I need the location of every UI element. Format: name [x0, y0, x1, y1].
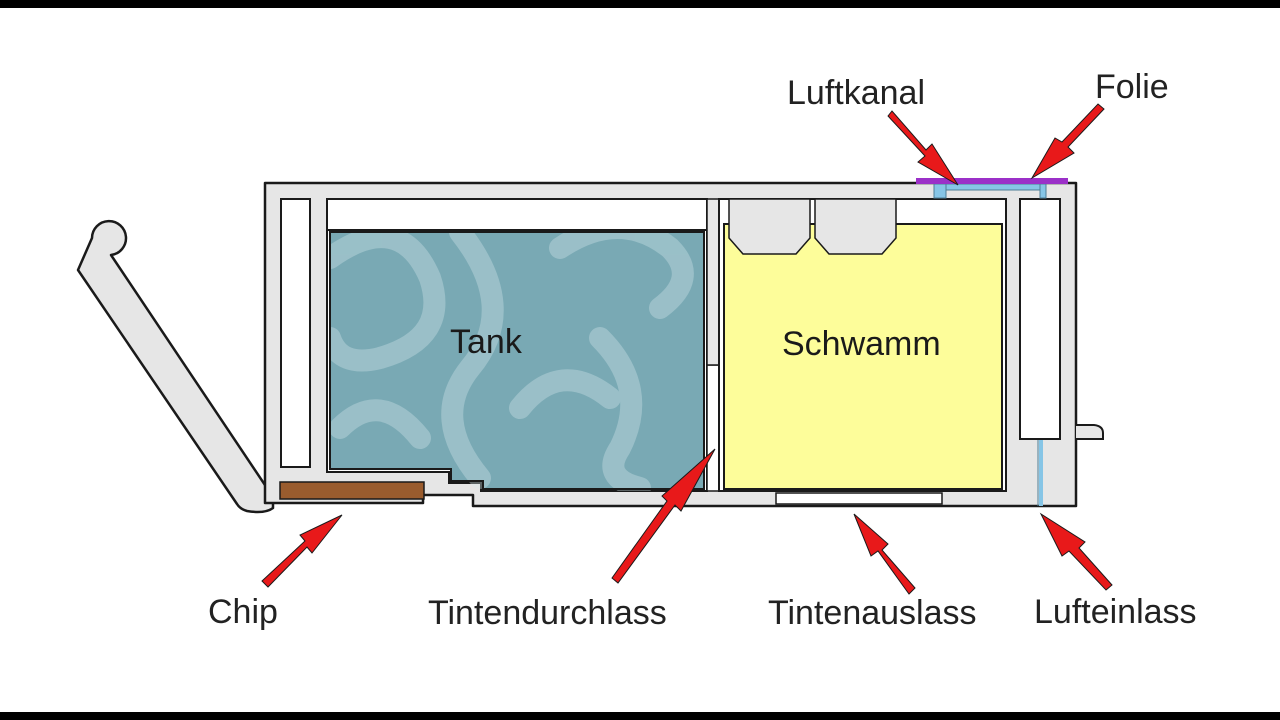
air-channel-right — [1039, 183, 1047, 199]
sponge-ridge-right — [814, 198, 897, 255]
tank-ink — [329, 231, 705, 491]
arrow-luftkanal — [887, 110, 959, 186]
cartridge-diagram: Tank Schwamm Luftkanal Folie Chip Tinten… — [76, 68, 1197, 632]
left-slot — [280, 198, 311, 468]
arrow-chip — [261, 514, 343, 588]
label-tintendurchlass: Tintendurchlass — [428, 594, 667, 632]
label-lufteinlass: Lufteinlass — [1034, 593, 1197, 631]
arrow-tintenauslass — [853, 513, 916, 595]
sponge — [723, 223, 1003, 490]
right-channel — [1019, 198, 1061, 440]
label-tank: Tank — [450, 323, 523, 361]
diagram-canvas: Tank Schwamm Luftkanal Folie Chip Tinten… — [0, 8, 1280, 712]
cartridge-lever — [76, 219, 275, 514]
air-channel — [933, 183, 1047, 191]
separator-wall — [706, 198, 720, 366]
foil — [916, 178, 1068, 184]
side-tab — [1076, 424, 1104, 440]
ink-passage-gap — [706, 364, 720, 492]
label-schwamm: Schwamm — [782, 325, 941, 363]
ink-outlet-strip — [775, 492, 943, 505]
label-tintenauslass: Tintenauslass — [768, 594, 977, 632]
sponge-ridge-left — [728, 198, 811, 255]
arrow-folie — [1030, 103, 1105, 180]
arrow-tintendurchlass — [611, 448, 716, 584]
tank-top-channel — [326, 198, 708, 231]
chip — [279, 481, 425, 500]
label-folie: Folie — [1095, 68, 1169, 106]
label-luftkanal: Luftkanal — [787, 74, 925, 112]
label-chip: Chip — [208, 593, 278, 631]
air-channel-drop — [933, 183, 947, 199]
arrow-lufteinlass — [1039, 512, 1113, 591]
